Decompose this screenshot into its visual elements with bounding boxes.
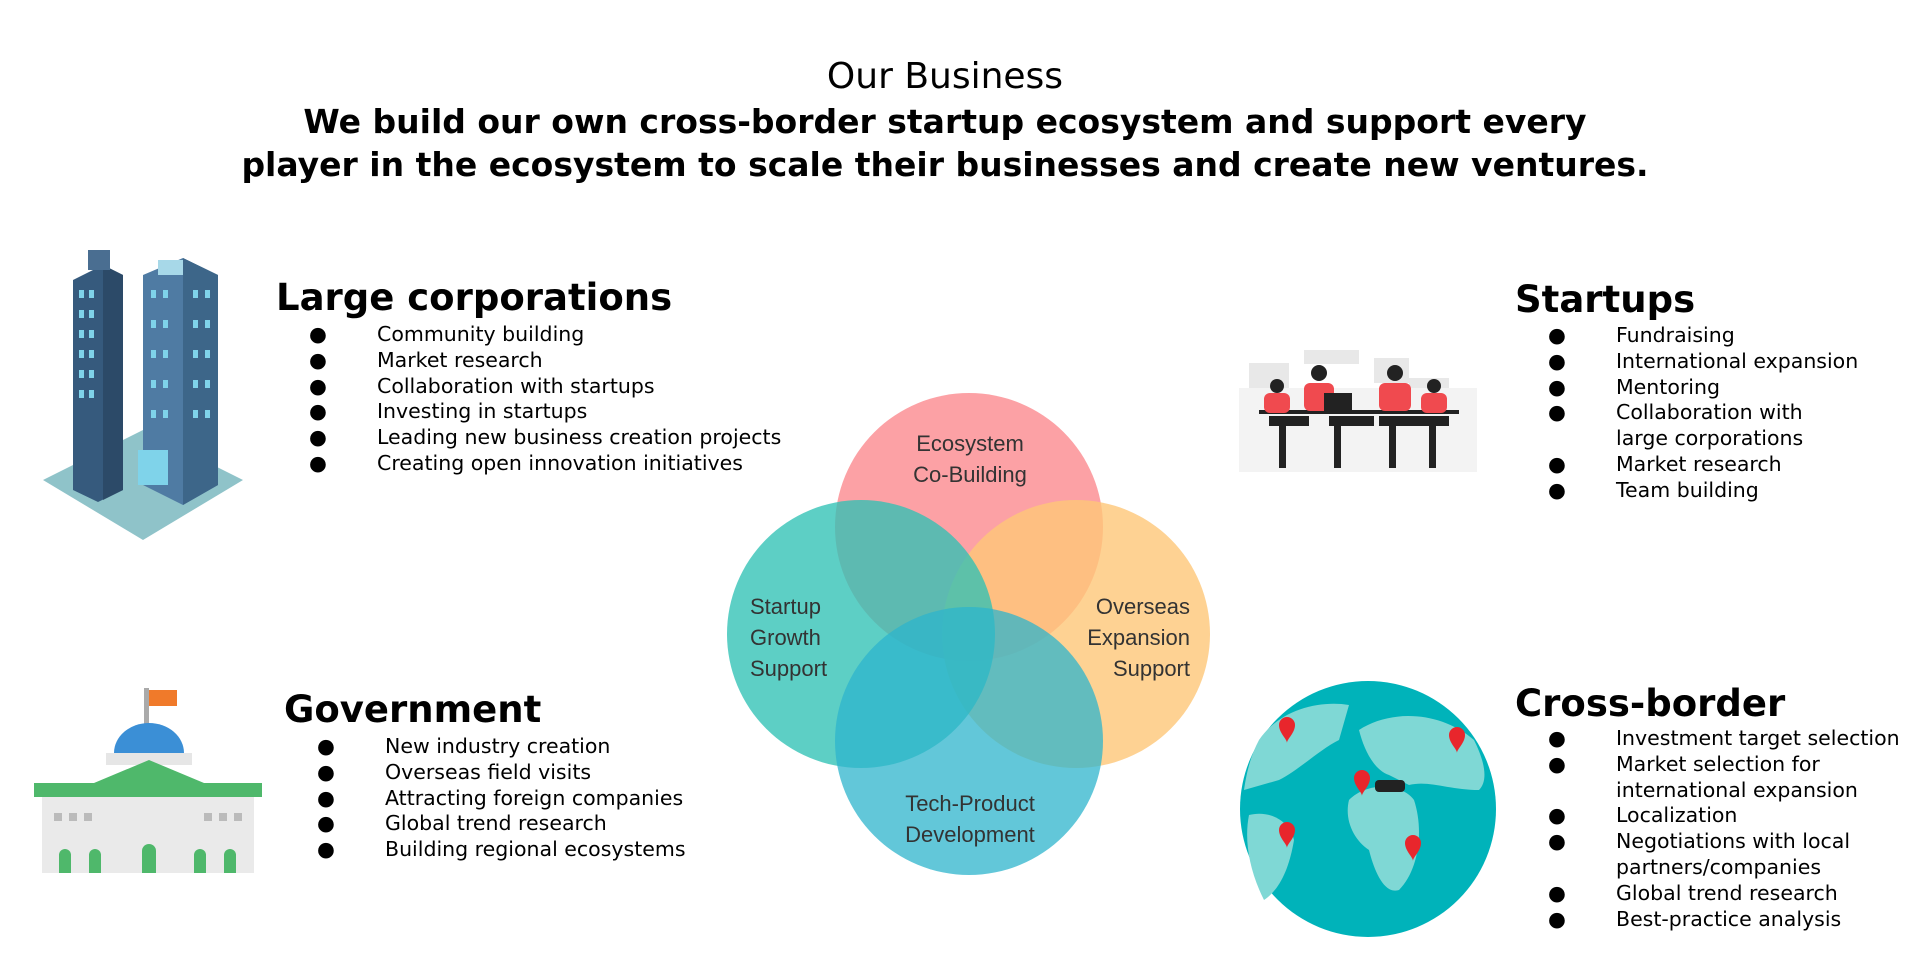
- cross-border-list: ●Investment target selection ●Market sel…: [1548, 726, 1900, 932]
- page-title: Our Business: [826, 56, 1064, 97]
- list-item: ●Attracting foreign companies: [317, 785, 684, 810]
- list-item: ●Collaboration with startups: [309, 373, 655, 398]
- list-item: ●Market research: [309, 347, 543, 372]
- list-item: ●Overseas field visits: [317, 759, 592, 784]
- government-list: ●New industry creation ●Overseas field v…: [317, 734, 686, 863]
- subtitle-line-2: player in the ecosystem to scale their b…: [241, 145, 1649, 184]
- list-item: ●Team building: [1548, 477, 1759, 502]
- list-item: ●Market selection for international expa…: [1548, 751, 1858, 802]
- list-item: ●Building regional ecosystems: [317, 837, 686, 862]
- list-item: ●Community building: [309, 322, 585, 346]
- subtitle-line-1: We build our own cross-border startup ec…: [303, 102, 1587, 141]
- office-buildings-icon: [43, 250, 243, 540]
- list-item: ●Market research: [1548, 451, 1782, 476]
- section-heading-startups: Startups: [1515, 278, 1696, 321]
- list-item: ●Leading new business creation projects: [309, 425, 782, 450]
- list-item: ●Negotiations with local partners/compan…: [1548, 829, 1851, 879]
- section-heading-large-corporations: Large corporations: [276, 276, 673, 319]
- list-item: ●Investing in startups: [309, 399, 588, 424]
- globe-icon: [1240, 681, 1496, 937]
- list-item: ●Global trend research: [1548, 880, 1838, 905]
- list-item: ●Fundraising: [1548, 323, 1735, 347]
- list-item: ●International expansion: [1548, 348, 1859, 373]
- venn-circle-tech-product: [835, 607, 1103, 875]
- startups-list: ●Fundraising ●International expansion ●M…: [1548, 323, 1858, 504]
- list-item: ●Mentoring: [1548, 374, 1721, 399]
- list-item: ●Investment target selection: [1548, 726, 1900, 750]
- government-building-icon: [34, 688, 262, 873]
- section-heading-government: Government: [284, 688, 542, 731]
- list-item: ●Best-practice analysis: [1548, 906, 1842, 931]
- list-item: ●Creating open innovation initiatives: [309, 450, 743, 475]
- list-item: ●Collaboration with large corporations: [1548, 400, 1804, 451]
- large-corporations-list: ●Community building ●Market research ●Co…: [309, 322, 781, 477]
- section-heading-cross-border: Cross-border: [1515, 682, 1786, 725]
- list-item: ●Global trend research: [317, 811, 607, 836]
- page-subtitle: We build our own cross-border startup ec…: [0, 100, 1890, 186]
- venn-diagram: [727, 393, 1210, 875]
- list-item: ●Localization: [1548, 803, 1738, 828]
- list-item: ●New industry creation: [317, 734, 611, 758]
- team-meeting-icon: [1239, 350, 1477, 472]
